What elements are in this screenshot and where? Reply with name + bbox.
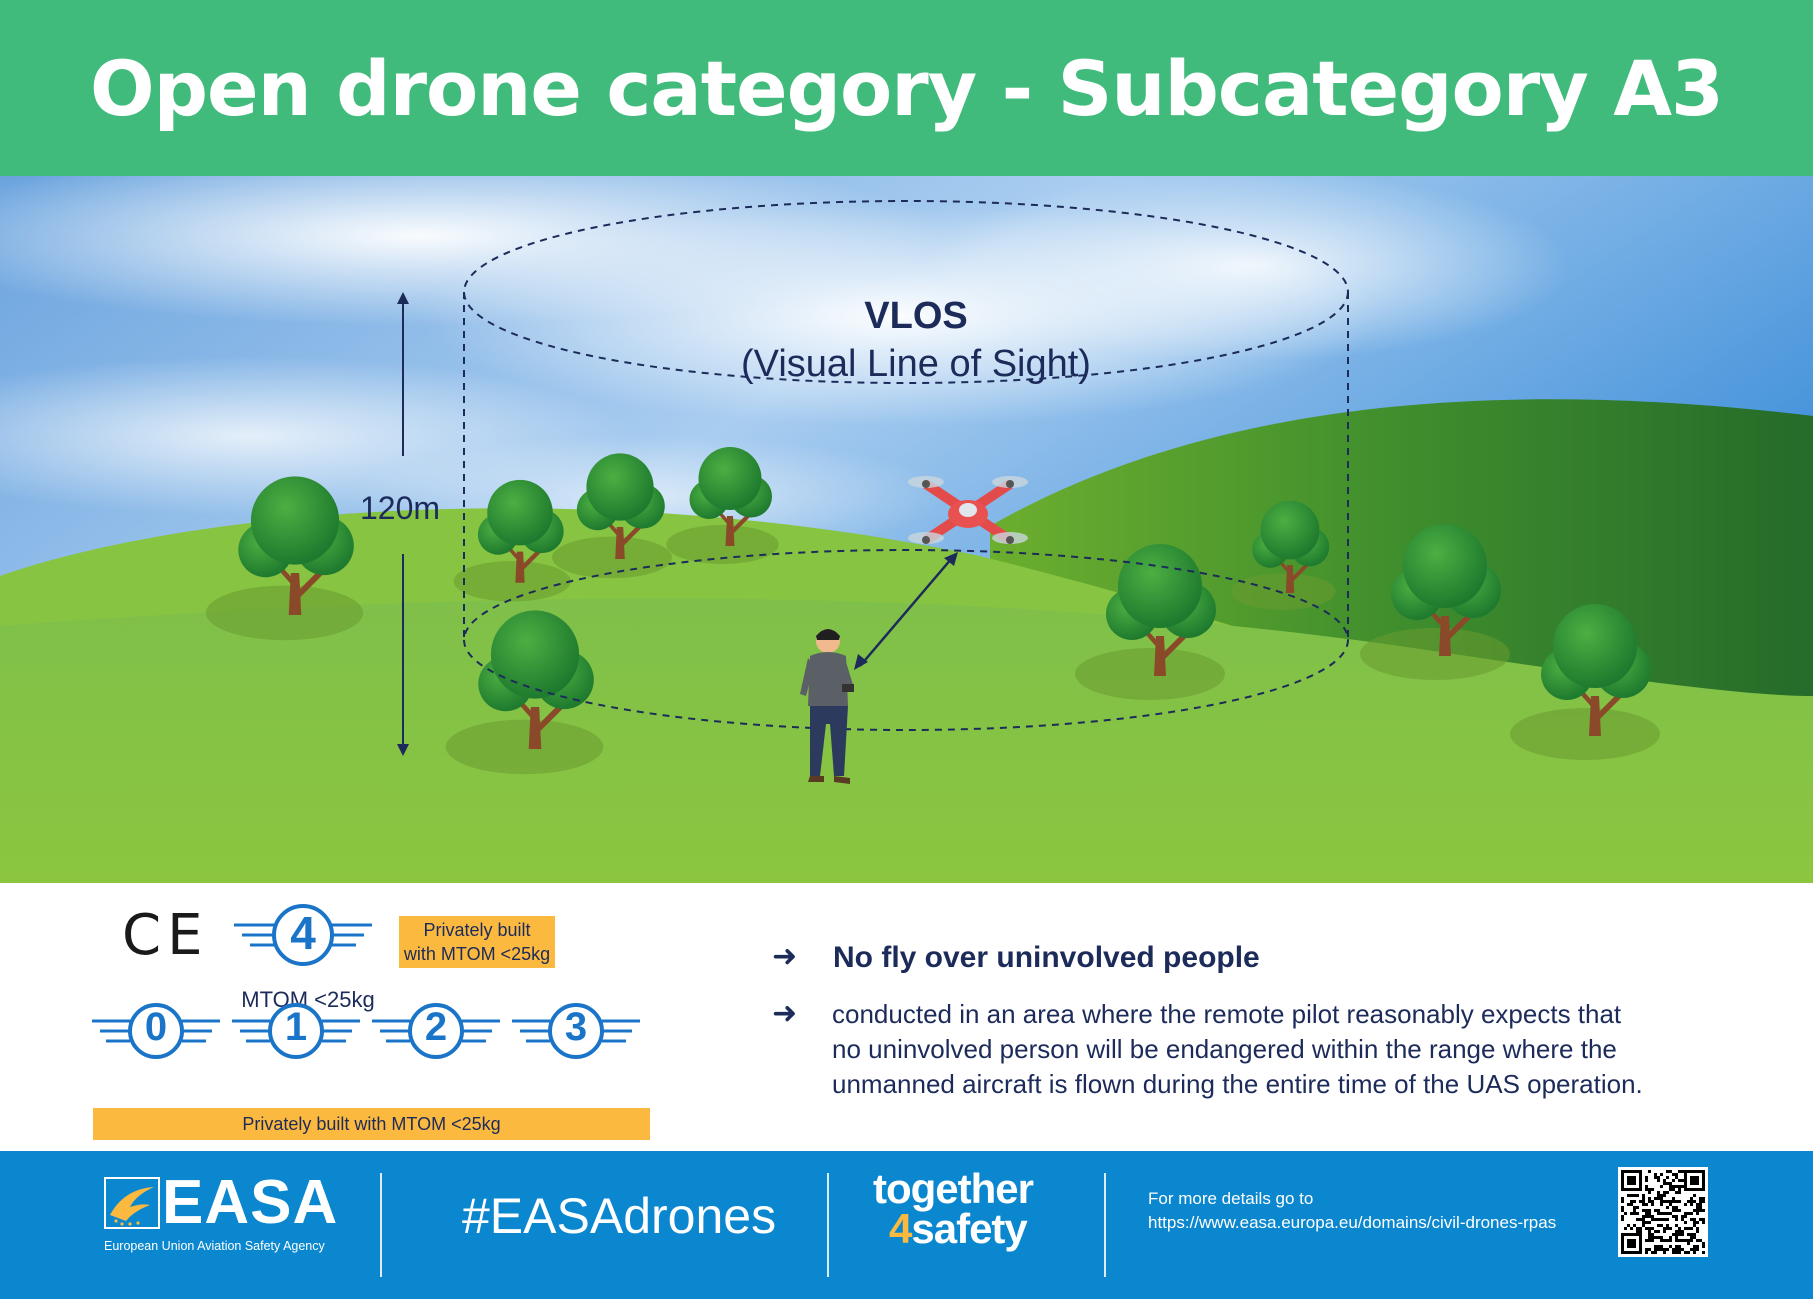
wing-badge-icon (512, 1003, 640, 1059)
class-4-number: 4 (290, 907, 316, 959)
slogan-four: 4 (889, 1205, 912, 1252)
footer-divider-1 (380, 1173, 382, 1277)
slogan: together 4safety (873, 1165, 1073, 1285)
footer-bar: EASA European Union Aviation Safety Agen… (0, 1151, 1813, 1299)
header-banner: Open drone category - Subcategory A3 (0, 0, 1813, 176)
rule-1-arrow-icon: ➜ (772, 939, 798, 974)
vlos-label: VLOS (864, 295, 967, 337)
page-title: Open drone category - Subcategory A3 (90, 43, 1724, 133)
class-2-number: 2 (424, 1005, 448, 1049)
scene-illustration: VLOS (Visual Line of Sight) 120m (0, 176, 1813, 883)
details-label: For more details go to (1148, 1189, 1314, 1208)
wing-badge-icon (232, 1003, 360, 1059)
slogan-line-2: 4safety (889, 1205, 1028, 1253)
qr-code[interactable] (1618, 1167, 1708, 1257)
ce-mark: CE (122, 903, 209, 968)
footer-divider-3 (1104, 1173, 1106, 1277)
class-3-badge: 3 (510, 1001, 642, 1061)
hashtag-link[interactable]: #EASAdrones (462, 1188, 777, 1244)
class-4-note-line2: with MTOM <25kg (403, 944, 551, 964)
slogan-safety: safety (911, 1205, 1027, 1252)
drone-illustration (908, 476, 1028, 545)
class-2-badge: 2 (370, 1001, 502, 1061)
class-0-number: 0 (144, 1005, 168, 1049)
slogan-line-1: together (873, 1165, 1034, 1212)
bottom-note: Privately built with MTOM <25kg (93, 1108, 650, 1140)
vlos-sublabel: (Visual Line of Sight) (741, 343, 1091, 385)
scene-svg: VLOS (Visual Line of Sight) 120m (0, 176, 1813, 883)
easa-logo-text: EASA (162, 1168, 339, 1237)
rule-2-line-3: unmanned aircraft is flown during the en… (832, 1069, 1643, 1099)
rule-1-text: No fly over uninvolved people (833, 941, 1260, 974)
wing-badge-icon (234, 904, 372, 966)
wing-badge-icon (92, 1003, 220, 1059)
class-4-note-line1: Privately built (423, 920, 531, 940)
rule-2-line-1: conducted in an area where the remote pi… (832, 999, 1622, 1029)
height-label: 120m (360, 490, 440, 526)
rule-2-arrow-icon: ➜ (772, 996, 798, 1031)
easa-logo[interactable]: EASA European Union Aviation Safety Agen… (104, 1168, 337, 1265)
qr-code-icon (1621, 1170, 1705, 1254)
rule-2-line-2: no uninvolved person will be endangered … (832, 1034, 1617, 1064)
class-3-number: 3 (564, 1005, 588, 1049)
class-1-number: 1 (284, 1005, 308, 1049)
pilot-figure (800, 629, 854, 784)
agency-name: European Union Aviation Safety Agency (104, 1239, 325, 1253)
info-panel: CE 4 MTOM <25kg Privately built with MTO… (0, 883, 1813, 1151)
easa-bird-icon (104, 1177, 160, 1229)
class-1-badge: 1 (230, 1001, 362, 1061)
class-4-badge: 4 (228, 903, 378, 967)
footer-divider-2 (827, 1173, 829, 1277)
class-4-note: Privately built with MTOM <25kg (399, 916, 555, 968)
class-0-badge: 0 (90, 1001, 222, 1061)
details-url-link[interactable]: https://www.easa.europa.eu/domains/civil… (1148, 1213, 1557, 1232)
wing-badge-icon (372, 1003, 500, 1059)
